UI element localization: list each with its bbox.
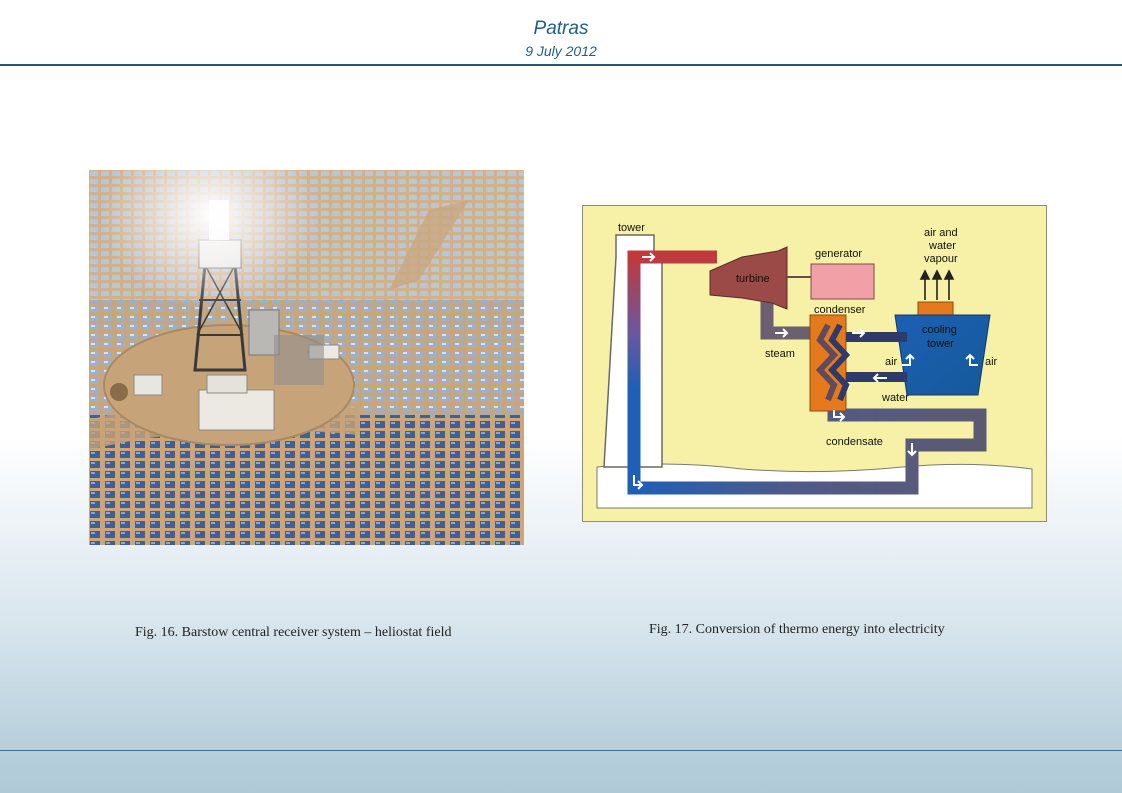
header-title: Patras	[533, 18, 589, 39]
footer-divider	[0, 750, 1122, 751]
label-vapour-line1: air and	[924, 227, 958, 239]
thermo-conversion-svg: tower turbine generator condenser steam …	[582, 205, 1047, 522]
label-condensate: condensate	[826, 436, 883, 448]
label-turbine: turbine	[736, 273, 770, 285]
label-steam: steam	[765, 348, 795, 360]
label-generator: generator	[815, 248, 862, 260]
heliostat-field-photo	[89, 170, 524, 545]
heliostat-field-image	[89, 170, 524, 545]
label-cooling-tower: tower	[927, 338, 954, 350]
header-divider	[0, 64, 1122, 66]
fig16-caption: Fig. 16. Barstow central receiver system…	[135, 625, 452, 640]
label-cooling: cooling	[922, 324, 957, 336]
label-air-left: air	[885, 356, 898, 368]
slide-header: Patras 9 July 2012	[0, 0, 1122, 66]
label-vapour-line3: vapour	[924, 253, 958, 265]
label-water: water	[881, 392, 909, 404]
label-vapour-line2: water	[928, 240, 956, 252]
fig17-caption: Fig. 17. Conversion of thermo energy int…	[649, 622, 945, 637]
thermo-conversion-diagram: tower turbine generator condenser steam …	[582, 205, 1047, 522]
label-air-right: air	[985, 356, 998, 368]
header-date: 9 July 2012	[525, 43, 597, 59]
label-tower: tower	[618, 222, 645, 234]
label-condenser: condenser	[814, 304, 866, 316]
